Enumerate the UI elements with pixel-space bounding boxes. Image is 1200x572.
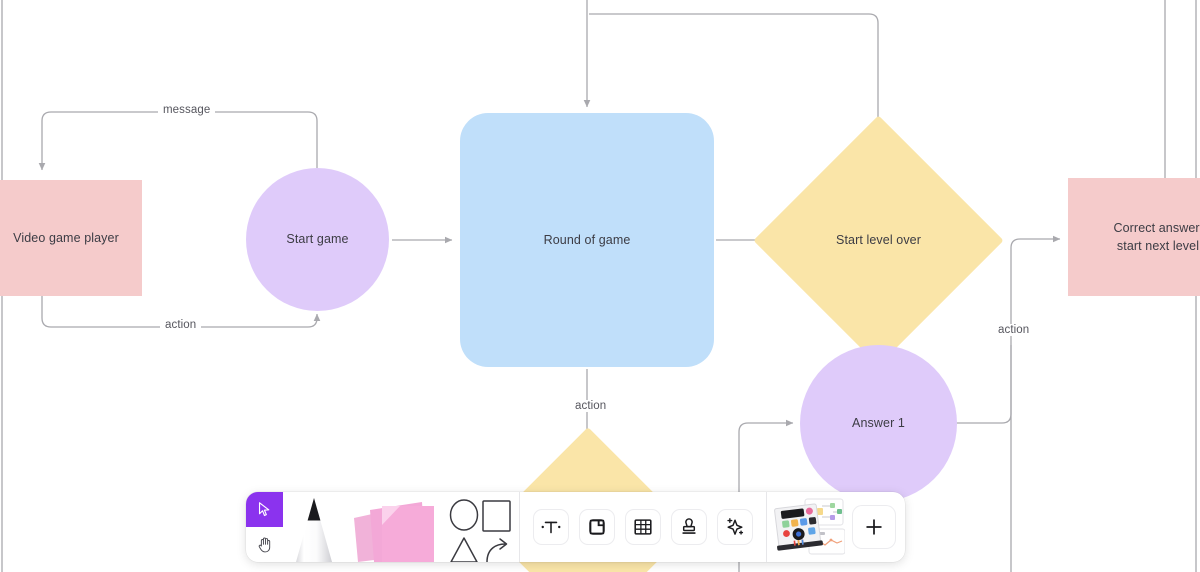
node-correct-answer[interactable]: Correct answer, start next level (1068, 178, 1200, 296)
stamp-tool-button[interactable] (672, 510, 706, 544)
text-tool-button[interactable] (534, 510, 568, 544)
pen-tool-button[interactable] (283, 492, 345, 562)
text-icon (541, 521, 561, 534)
edge-label-action-right: action (993, 324, 1035, 336)
apps-templates-icon (774, 498, 846, 555)
edge-label-action-left: action (160, 319, 202, 331)
node-label: Start level over (836, 233, 921, 248)
table-tool-button[interactable] (626, 510, 660, 544)
edge-label-action-center: action (570, 400, 612, 412)
toolbar-segment-apps (767, 492, 905, 562)
pointer-hand-stack[interactable] (246, 492, 283, 562)
node-answer-1[interactable]: Answer 1 (800, 345, 957, 502)
stamp-icon (682, 518, 696, 534)
sticky-notes-tool-button[interactable] (345, 492, 441, 562)
hand-icon (258, 537, 271, 552)
sticky-note-icon (354, 502, 434, 562)
hand-tool-button[interactable] (246, 527, 283, 562)
node-label: Answer 1 (852, 416, 905, 431)
node-label: Round of game (543, 232, 631, 247)
sparkle-icon (727, 518, 744, 535)
node-label: Correct answer, start next level (1113, 220, 1200, 253)
select-tool-button[interactable] (246, 492, 283, 527)
node-video-game-player[interactable]: Video game player (0, 180, 142, 296)
apps-templates-button[interactable] (773, 496, 846, 558)
shapes-icon (449, 499, 511, 562)
node-label: Video game player (13, 230, 119, 245)
toolbar-divider-1 (519, 492, 520, 562)
toolbar-segment-creation (246, 492, 519, 562)
more-tools-button[interactable] (853, 506, 895, 548)
plus-icon (866, 519, 882, 535)
frame-tool-button[interactable] (580, 510, 614, 544)
node-start-game[interactable]: Start game (246, 168, 389, 311)
pen-icon (296, 498, 332, 562)
node-round-of-game[interactable]: Round of game (460, 113, 714, 367)
ai-tool-button[interactable] (718, 510, 752, 544)
frame-icon (589, 519, 605, 535)
connector-message (38, 111, 318, 171)
node-start-level-over[interactable]: Start level over (753, 115, 1004, 366)
shapes-tool-button[interactable] (441, 492, 519, 562)
node-label: Start game (286, 232, 349, 247)
edge-label-message: message (158, 104, 216, 116)
table-icon (634, 519, 652, 535)
pointer-icon (258, 502, 270, 517)
toolbar-segment-content (520, 492, 766, 562)
toolbar[interactable] (246, 492, 905, 562)
